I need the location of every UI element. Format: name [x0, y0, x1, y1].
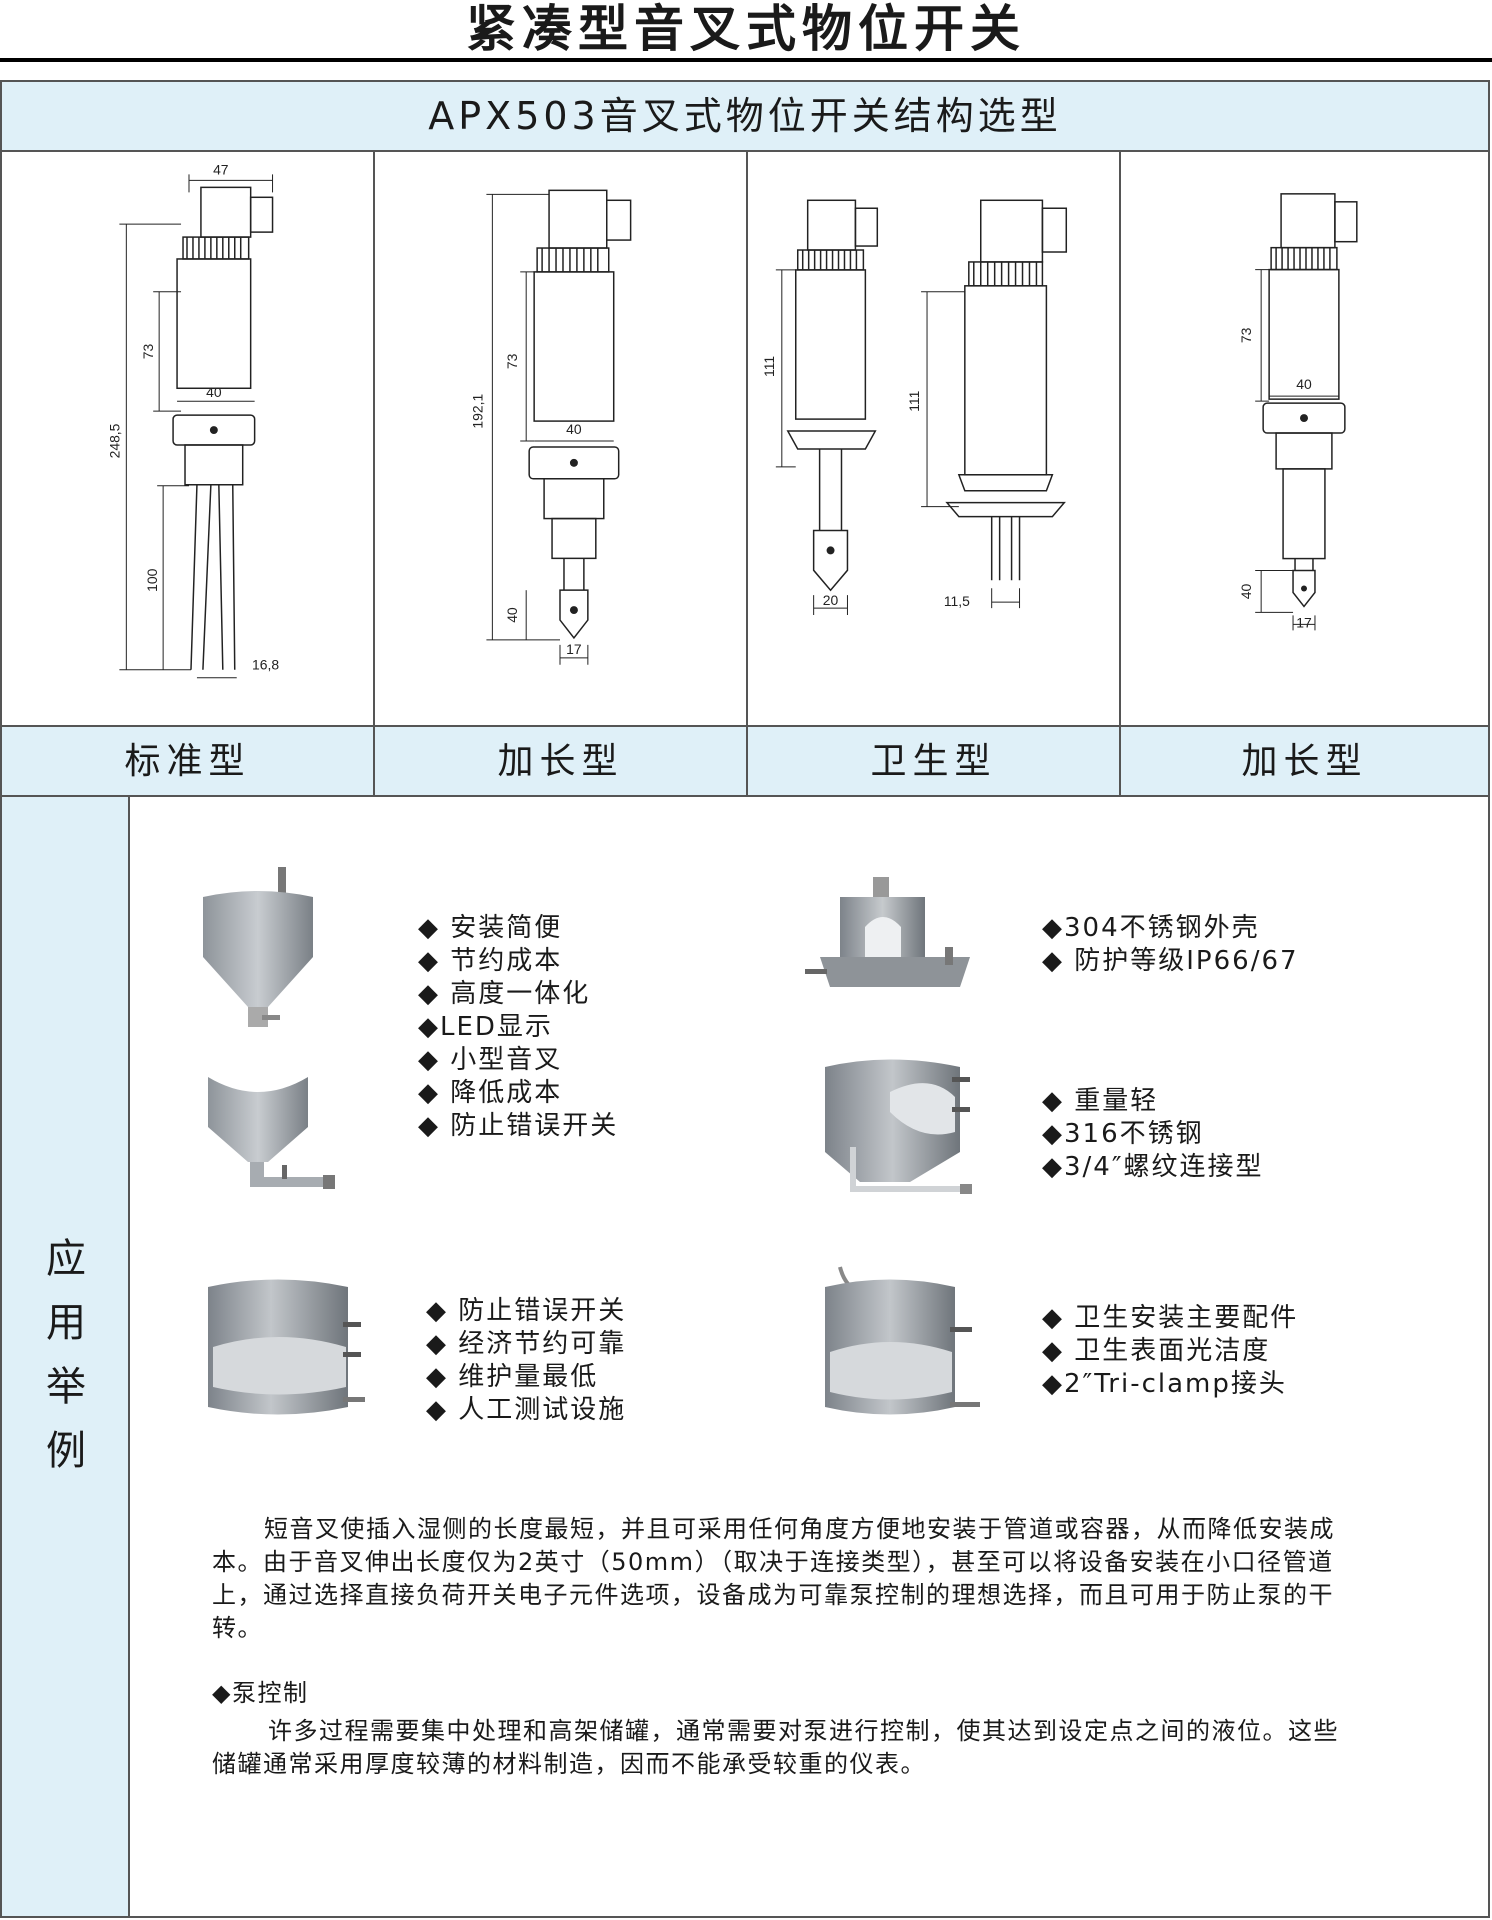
- bent-hopper-image: [198, 1067, 338, 1217]
- model-grid: 47 73 40 248,5 100 16,8 标准型: [2, 152, 1488, 797]
- features-list-b: ◆304不锈钢外壳 ◆ 防护等级IP66/67: [1042, 912, 1299, 978]
- side-char-2: 用: [46, 1300, 86, 1346]
- standard-drawing: 47 73 40 248,5 100 16,8: [2, 152, 373, 727]
- dim-40-fork: 40: [504, 607, 520, 623]
- dim-17: 17: [1296, 614, 1312, 630]
- pump-heading-text: ◆泵控制: [212, 1679, 309, 1707]
- model-label-extended-2: 加长型: [1121, 727, 1488, 797]
- feature-item: ◆LED显示: [418, 1012, 553, 1042]
- feature-item: ◆ 人工测试设施: [426, 1395, 627, 1425]
- model-label-sanitary: 卫生型: [748, 727, 1119, 797]
- dim-73: 73: [1238, 327, 1254, 343]
- extended-drawing: 73 192,1 40 40 17: [375, 152, 746, 727]
- feature-item: ◆ 卫生表面光洁度: [1042, 1336, 1271, 1366]
- description-paragraph-1: 短音叉使插入湿侧的长度最短，并且可采用任何角度方便地安装于管道或容器，从而降低安…: [212, 1513, 1362, 1645]
- content-frame: [0, 80, 1490, 1918]
- dim-11-5: 11,5: [944, 593, 970, 609]
- dim-40-fork: 40: [1238, 583, 1254, 599]
- sanitary-drawing: 111 111 20 11,5: [748, 152, 1119, 727]
- dim-248-5: 248,5: [106, 423, 122, 458]
- features-list-a: ◆ 安装简便 ◆ 节约成本 ◆ 高度一体化 ◆LED显示 ◆ 小型音叉 ◆ 降低…: [418, 912, 618, 1143]
- paragraph-2-text: 许多过程需要集中处理和高架储罐，通常需要对泵进行控制，使其达到设定点之间的液位。…: [212, 1717, 1339, 1778]
- feature-item: ◆304不锈钢外壳: [1042, 913, 1260, 943]
- dim-100: 100: [144, 568, 160, 591]
- dim-16-8: 16,8: [252, 657, 279, 673]
- side-char-3: 举: [46, 1364, 86, 1410]
- standard-drawing-svg: 47 73 40 248,5 100 16,8: [106, 161, 279, 679]
- dim-40: 40: [206, 384, 222, 400]
- banner-title: APX503音叉式物位开关结构选型: [2, 82, 1488, 152]
- dim-73: 73: [504, 353, 520, 369]
- extended-drawing-svg: 73 192,1 40 40 17: [469, 189, 632, 665]
- title-rule: [0, 58, 1492, 62]
- feature-item: ◆ 防止错误开关: [418, 1111, 619, 1141]
- features-list-c: ◆ 重量轻 ◆316不锈钢 ◆3/4″螺纹连接型: [1042, 1085, 1264, 1184]
- feature-item: ◆ 重量轻: [1042, 1086, 1159, 1116]
- feature-item: ◆ 安装简便: [418, 913, 563, 943]
- feature-item: ◆ 降低成本: [418, 1078, 563, 1108]
- feature-item: ◆3/4″螺纹连接型: [1042, 1152, 1264, 1182]
- dim-111-right: 111: [906, 390, 922, 411]
- tank-side-image: [198, 1267, 368, 1427]
- side-char-4: 例: [46, 1428, 86, 1474]
- application-body: ◆ 安装简便 ◆ 节约成本 ◆ 高度一体化 ◆LED显示 ◆ 小型音叉 ◆ 降低…: [130, 797, 1488, 1916]
- feature-item: ◆ 维护量最低: [426, 1362, 599, 1392]
- extended2-drawing-svg: 73 40 40 17: [1238, 193, 1358, 630]
- feature-item: ◆316不锈钢: [1042, 1119, 1204, 1149]
- paragraph-1-text: 短音叉使插入湿侧的长度最短，并且可采用任何角度方便地安装于管道或容器，从而降低安…: [212, 1515, 1335, 1642]
- dim-40: 40: [566, 421, 582, 437]
- dim-40: 40: [1296, 376, 1312, 392]
- dim-111-left: 111: [761, 356, 777, 377]
- feature-item: ◆ 节约成本: [418, 946, 563, 976]
- dim-47: 47: [213, 161, 229, 177]
- dim-73: 73: [140, 343, 156, 359]
- dim-192-1: 192,1: [469, 393, 485, 428]
- pump-heading: ◆泵控制: [212, 1677, 1362, 1710]
- pipe-saddle-image: [795, 847, 985, 1017]
- feature-item: ◆ 防止错误开关: [426, 1296, 627, 1326]
- features-list-d: ◆ 防止错误开关 ◆ 经济节约可靠 ◆ 维护量最低 ◆ 人工测试设施: [426, 1295, 626, 1427]
- model-label-standard: 标准型: [2, 727, 373, 797]
- description-paragraph-2: 许多过程需要集中处理和高架储罐，通常需要对泵进行控制，使其达到设定点之间的液位。…: [212, 1715, 1362, 1781]
- feature-item: ◆2″Tri-clamp接头: [1042, 1369, 1287, 1399]
- application-side-label: 应 用 举 例: [2, 797, 130, 1916]
- feature-item: ◆ 经济节约可靠: [426, 1329, 627, 1359]
- model-column-extended-2: 73 40 40 17 加长型: [1121, 152, 1488, 797]
- page-title: 紧凑型音叉式物位开关: [466, 0, 1026, 58]
- model-label-extended: 加长型: [375, 727, 746, 797]
- feature-item: ◆ 高度一体化: [418, 979, 591, 1009]
- sanitary-drawing-svg: 111 111 20 11,5: [761, 199, 1068, 616]
- cut-tank-image: [820, 1052, 1000, 1222]
- application-side-text: 应 用 举 例: [2, 1227, 130, 1483]
- features-list-e: ◆ 卫生安装主要配件 ◆ 卫生表面光洁度 ◆2″Tri-clamp接头: [1042, 1302, 1298, 1401]
- feature-item: ◆ 卫生安装主要配件: [1042, 1303, 1299, 1333]
- dim-20: 20: [823, 592, 839, 608]
- extended2-drawing: 73 40 40 17: [1121, 152, 1488, 727]
- model-column-standard: 47 73 40 248,5 100 16,8 标准型: [2, 152, 375, 797]
- sanitary-tank-image: [820, 1257, 1000, 1437]
- feature-item: ◆ 小型音叉: [418, 1045, 563, 1075]
- cone-hopper-image: [198, 857, 318, 1037]
- feature-item: ◆ 防护等级IP66/67: [1042, 946, 1299, 976]
- model-column-extended: 73 192,1 40 40 17 加长型: [375, 152, 748, 797]
- model-column-sanitary: 111 111 20 11,5 卫生型: [748, 152, 1121, 797]
- dim-17: 17: [566, 641, 582, 657]
- side-char-1: 应: [46, 1236, 86, 1282]
